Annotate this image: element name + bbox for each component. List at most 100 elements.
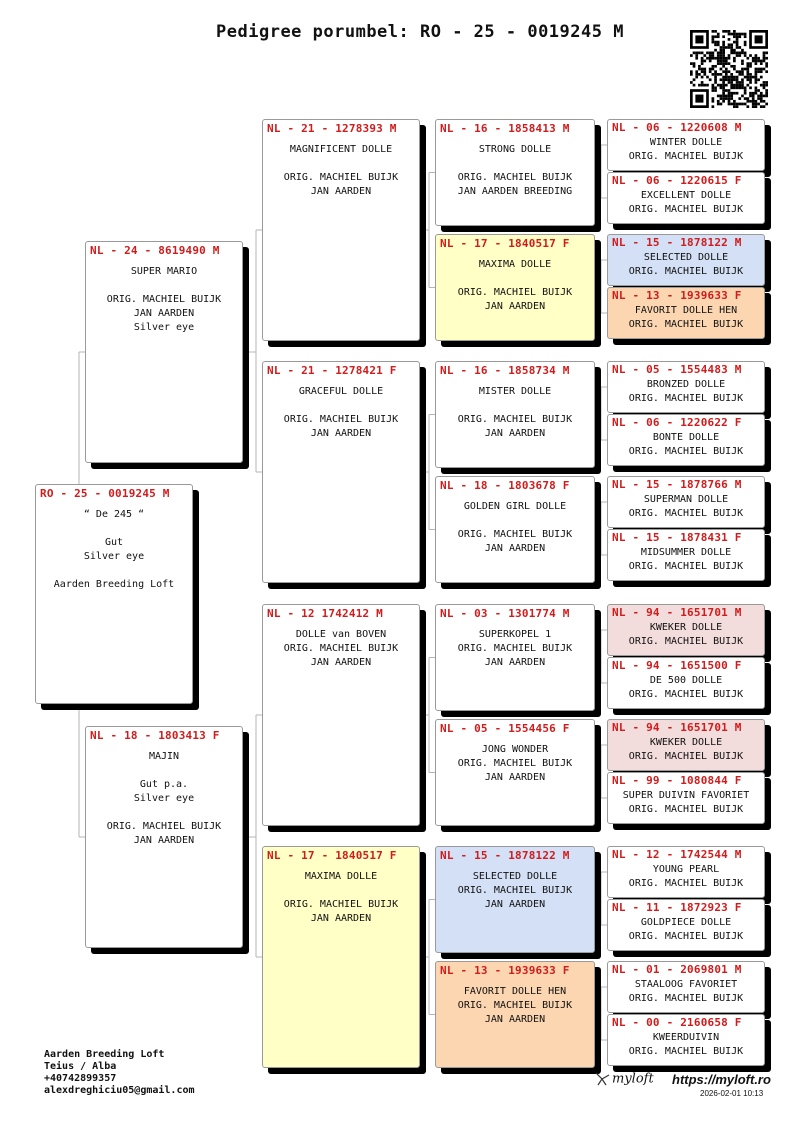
pigeon-name: SUPER DUIVIN FAVORIET ORIG. MACHIEL BUIJ… <box>622 790 750 815</box>
pigeon-name: GRACEFUL DOLLE <box>298 386 384 397</box>
ring-number: NL - 94 - 1651701 M <box>612 606 742 619</box>
page-title: Pedigree porumbel: RO - 25 - 0019245 M <box>216 22 624 42</box>
pigeon-name: SELECTED DOLLE ORIG. MACHIEL BUIJK <box>628 252 744 277</box>
ring-number: NL - 05 - 1554456 F <box>440 722 570 735</box>
pigeon-name: SELECTED DOLLE ORIG. MACHIEL BUIJK JAN A… <box>457 871 573 910</box>
ring-number: NL - 16 - 1858734 M <box>440 364 570 377</box>
gen3-pigeon-card[interactable]: NL - 17 - 1840517 F MAXIMA DOLLE ORIG. MAC… <box>435 234 595 341</box>
ring-number: NL - 13 - 1939633 F <box>440 964 570 977</box>
gen2-pigeon-card[interactable]: NL - 21 - 1278421 F GRACEFUL DOLLE ORIG. M… <box>262 361 420 583</box>
pigeon-name: KWEERDUIVIN ORIG. MACHIEL BUIJK <box>628 1032 744 1057</box>
gen3-pigeon-card[interactable]: NL - 16 - 1858734 M MISTER DOLLE ORIG. MAC… <box>435 361 595 468</box>
ring-number: NL - 18 - 1803413 F <box>90 729 220 742</box>
pigeon-name: KWEKER DOLLE ORIG. MACHIEL BUIJK <box>628 622 744 647</box>
pigeon-name: BRONZED DOLLE ORIG. MACHIEL BUIJK <box>628 379 744 404</box>
pigeon-name: STAALOOG FAVORIET ORIG. MACHIEL BUIJK <box>628 979 744 1004</box>
pigeon-info: ORIG. MACHIEL BUIJK JAN AARDEN <box>283 172 399 197</box>
gen4-pigeon-card[interactable]: NL - 94 - 1651701 M KWEKER DOLLE ORIG. MA… <box>607 604 765 656</box>
pigeon-name: SUPER MARIO <box>130 266 198 277</box>
pigeon-info: ORIG. MACHIEL BUIJK JAN AARDEN <box>457 287 573 312</box>
website-link[interactable]: https://myloft.ro <box>672 1072 771 1087</box>
pigeon-name: DOLLE van BOVEN ORIG. MACHIEL BUIJK JAN … <box>283 629 399 668</box>
pigeon-info: ORIG. MACHIEL BUIJK JAN AARDEN Silver ey… <box>106 294 222 333</box>
gen4-pigeon-card[interactable]: NL - 11 - 1872923 F GOLDPIECE DOLLE ORIG.… <box>607 899 765 951</box>
ring-number: NL - 16 - 1858413 M <box>440 122 570 135</box>
ring-number: NL - 05 - 1554483 M <box>612 363 742 376</box>
gen4-pigeon-card[interactable]: NL - 99 - 1080844 F SUPER DUIVIN FAVORIET… <box>607 772 765 824</box>
pigeon-name: DE 500 DOLLE ORIG. MACHIEL BUIJK <box>628 675 744 700</box>
pigeon-name: MAGNIFICENT DOLLE <box>289 144 393 155</box>
gen3-pigeon-card[interactable]: NL - 13 - 1939633 F FAVORIT DOLLE HEN ORI… <box>435 961 595 1068</box>
ring-number: NL - 15 - 1878122 M <box>440 849 570 862</box>
pigeon-name: MIDSUMMER DOLLE ORIG. MACHIEL BUIJK <box>628 547 744 572</box>
pigeon-name: STRONG DOLLE <box>478 144 552 155</box>
pigeon-name: SUPERKOPEL 1 ORIG. MACHIEL BUIJK JAN AAR… <box>457 629 573 668</box>
gen4-pigeon-card[interactable]: NL - 94 - 1651701 M KWEKER DOLLE ORIG. MA… <box>607 719 765 771</box>
ring-number: NL - 15 - 1878766 M <box>612 478 742 491</box>
gen3-pigeon-card[interactable]: NL - 15 - 1878122 M SELECTED DOLLE ORIG. … <box>435 846 595 953</box>
pigeon-name: KWEKER DOLLE ORIG. MACHIEL BUIJK <box>628 737 744 762</box>
ring-number: NL - 21 - 1278421 F <box>267 364 397 377</box>
subject-pigeon-card[interactable]: RO - 25 - 0019245 M“ De 245 “Gut Silver … <box>35 484 193 704</box>
ring-number: NL - 17 - 1840517 F <box>267 849 397 862</box>
ring-number: NL - 15 - 1878122 M <box>612 236 742 249</box>
gen3-pigeon-card[interactable]: NL - 16 - 1858413 M STRONG DOLLE ORIG. MAC… <box>435 119 595 226</box>
ring-number: NL - 13 - 1939633 F <box>612 289 742 302</box>
gen1-pigeon-card[interactable]: NL - 24 - 8619490 M SUPER MARIO ORIG. MACH… <box>85 241 243 463</box>
gen4-pigeon-card[interactable]: NL - 05 - 1554483 M BRONZED DOLLE ORIG. M… <box>607 361 765 413</box>
ring-number: NL - 12 1742412 M <box>267 607 383 620</box>
ring-number: NL - 01 - 2069801 M <box>612 963 742 976</box>
ring-number: NL - 06 - 1220622 F <box>612 416 742 429</box>
pigeon-name: MISTER DOLLE <box>478 386 552 397</box>
gen3-pigeon-card[interactable]: NL - 05 - 1554456 F JONG WONDER ORIG. MAC… <box>435 719 595 826</box>
gen4-pigeon-card[interactable]: NL - 06 - 1220615 F EXCELLENT DOLLE ORIG.… <box>607 172 765 224</box>
gen3-pigeon-card[interactable]: NL - 03 - 1301774 M SUPERKOPEL 1 ORIG. MA… <box>435 604 595 711</box>
pigeon-info: ORIG. MACHIEL BUIJK JAN AARDEN <box>457 414 573 439</box>
pigeon-name: GOLDEN GIRL DOLLE <box>463 501 567 512</box>
pigeon-name: GOLDPIECE DOLLE ORIG. MACHIEL BUIJK <box>628 917 744 942</box>
ring-number: NL - 94 - 1651701 M <box>612 721 742 734</box>
footer-location: Teius / Alba <box>44 1061 117 1072</box>
ring-number: NL - 17 - 1840517 F <box>440 237 570 250</box>
pigeon-name: MAJIN <box>148 751 180 762</box>
myloft-logo: myloft <box>594 1071 654 1087</box>
ring-number: NL - 15 - 1878431 F <box>612 531 742 544</box>
gen4-pigeon-card[interactable]: NL - 15 - 1878431 F MIDSUMMER DOLLE ORIG.… <box>607 529 765 581</box>
pigeon-info: Gut p.a. Silver eye ORIG. MACHIEL BUIJK … <box>106 779 222 846</box>
pigeon-name: EXCELLENT DOLLE ORIG. MACHIEL BUIJK <box>628 190 744 215</box>
gen4-pigeon-card[interactable]: NL - 01 - 2069801 M STAALOOG FAVORIET ORI… <box>607 961 765 1013</box>
ring-number: NL - 24 - 8619490 M <box>90 244 220 257</box>
pigeon-name: MAXIMA DOLLE <box>478 259 552 270</box>
gen1-pigeon-card[interactable]: NL - 18 - 1803413 F MAJIN Gut p.a. Silver … <box>85 726 243 948</box>
ring-number: NL - 06 - 1220615 F <box>612 174 742 187</box>
ring-number: RO - 25 - 0019245 M <box>40 487 170 500</box>
pigeon-info: ORIG. MACHIEL BUIJK JAN AARDEN <box>283 414 399 439</box>
generated-timestamp: 2026-02-01 10:13 <box>700 1089 764 1098</box>
footer-contact: Aarden Breeding Loft Teius / Alba +40742… <box>44 1049 195 1097</box>
myloft-bird-logo-icon <box>595 1072 610 1086</box>
ring-number: NL - 99 - 1080844 F <box>612 774 742 787</box>
pigeon-info: ORIG. MACHIEL BUIJK JAN AARDEN BREEDING <box>457 172 573 197</box>
pigeon-name: JONG WONDER ORIG. MACHIEL BUIJK JAN AARD… <box>457 744 573 783</box>
gen4-pigeon-card[interactable]: NL - 15 - 1878122 M SELECTED DOLLE ORIG. … <box>607 234 765 286</box>
ring-number: NL - 11 - 1872923 F <box>612 901 742 914</box>
pigeon-name: FAVORIT DOLLE HEN ORIG. MACHIEL BUIJK <box>628 305 744 330</box>
pigeon-info: ORIG. MACHIEL BUIJK JAN AARDEN <box>457 529 573 554</box>
pigeon-name: “ De 245 “ <box>83 509 145 520</box>
gen2-pigeon-card[interactable]: NL - 12 1742412 M DOLLE van BOVEN ORIG. M… <box>262 604 420 826</box>
footer-email: alexdreghiciu05@gmail.com <box>44 1085 195 1096</box>
pigeon-name: FAVORIT DOLLE HEN ORIG. MACHIEL BUIJK JA… <box>457 986 573 1025</box>
ring-number: NL - 06 - 1220608 M <box>612 121 742 134</box>
ring-number: NL - 03 - 1301774 M <box>440 607 570 620</box>
gen4-pigeon-card[interactable]: NL - 13 - 1939633 F FAVORIT DOLLE HEN ORI… <box>607 287 765 339</box>
